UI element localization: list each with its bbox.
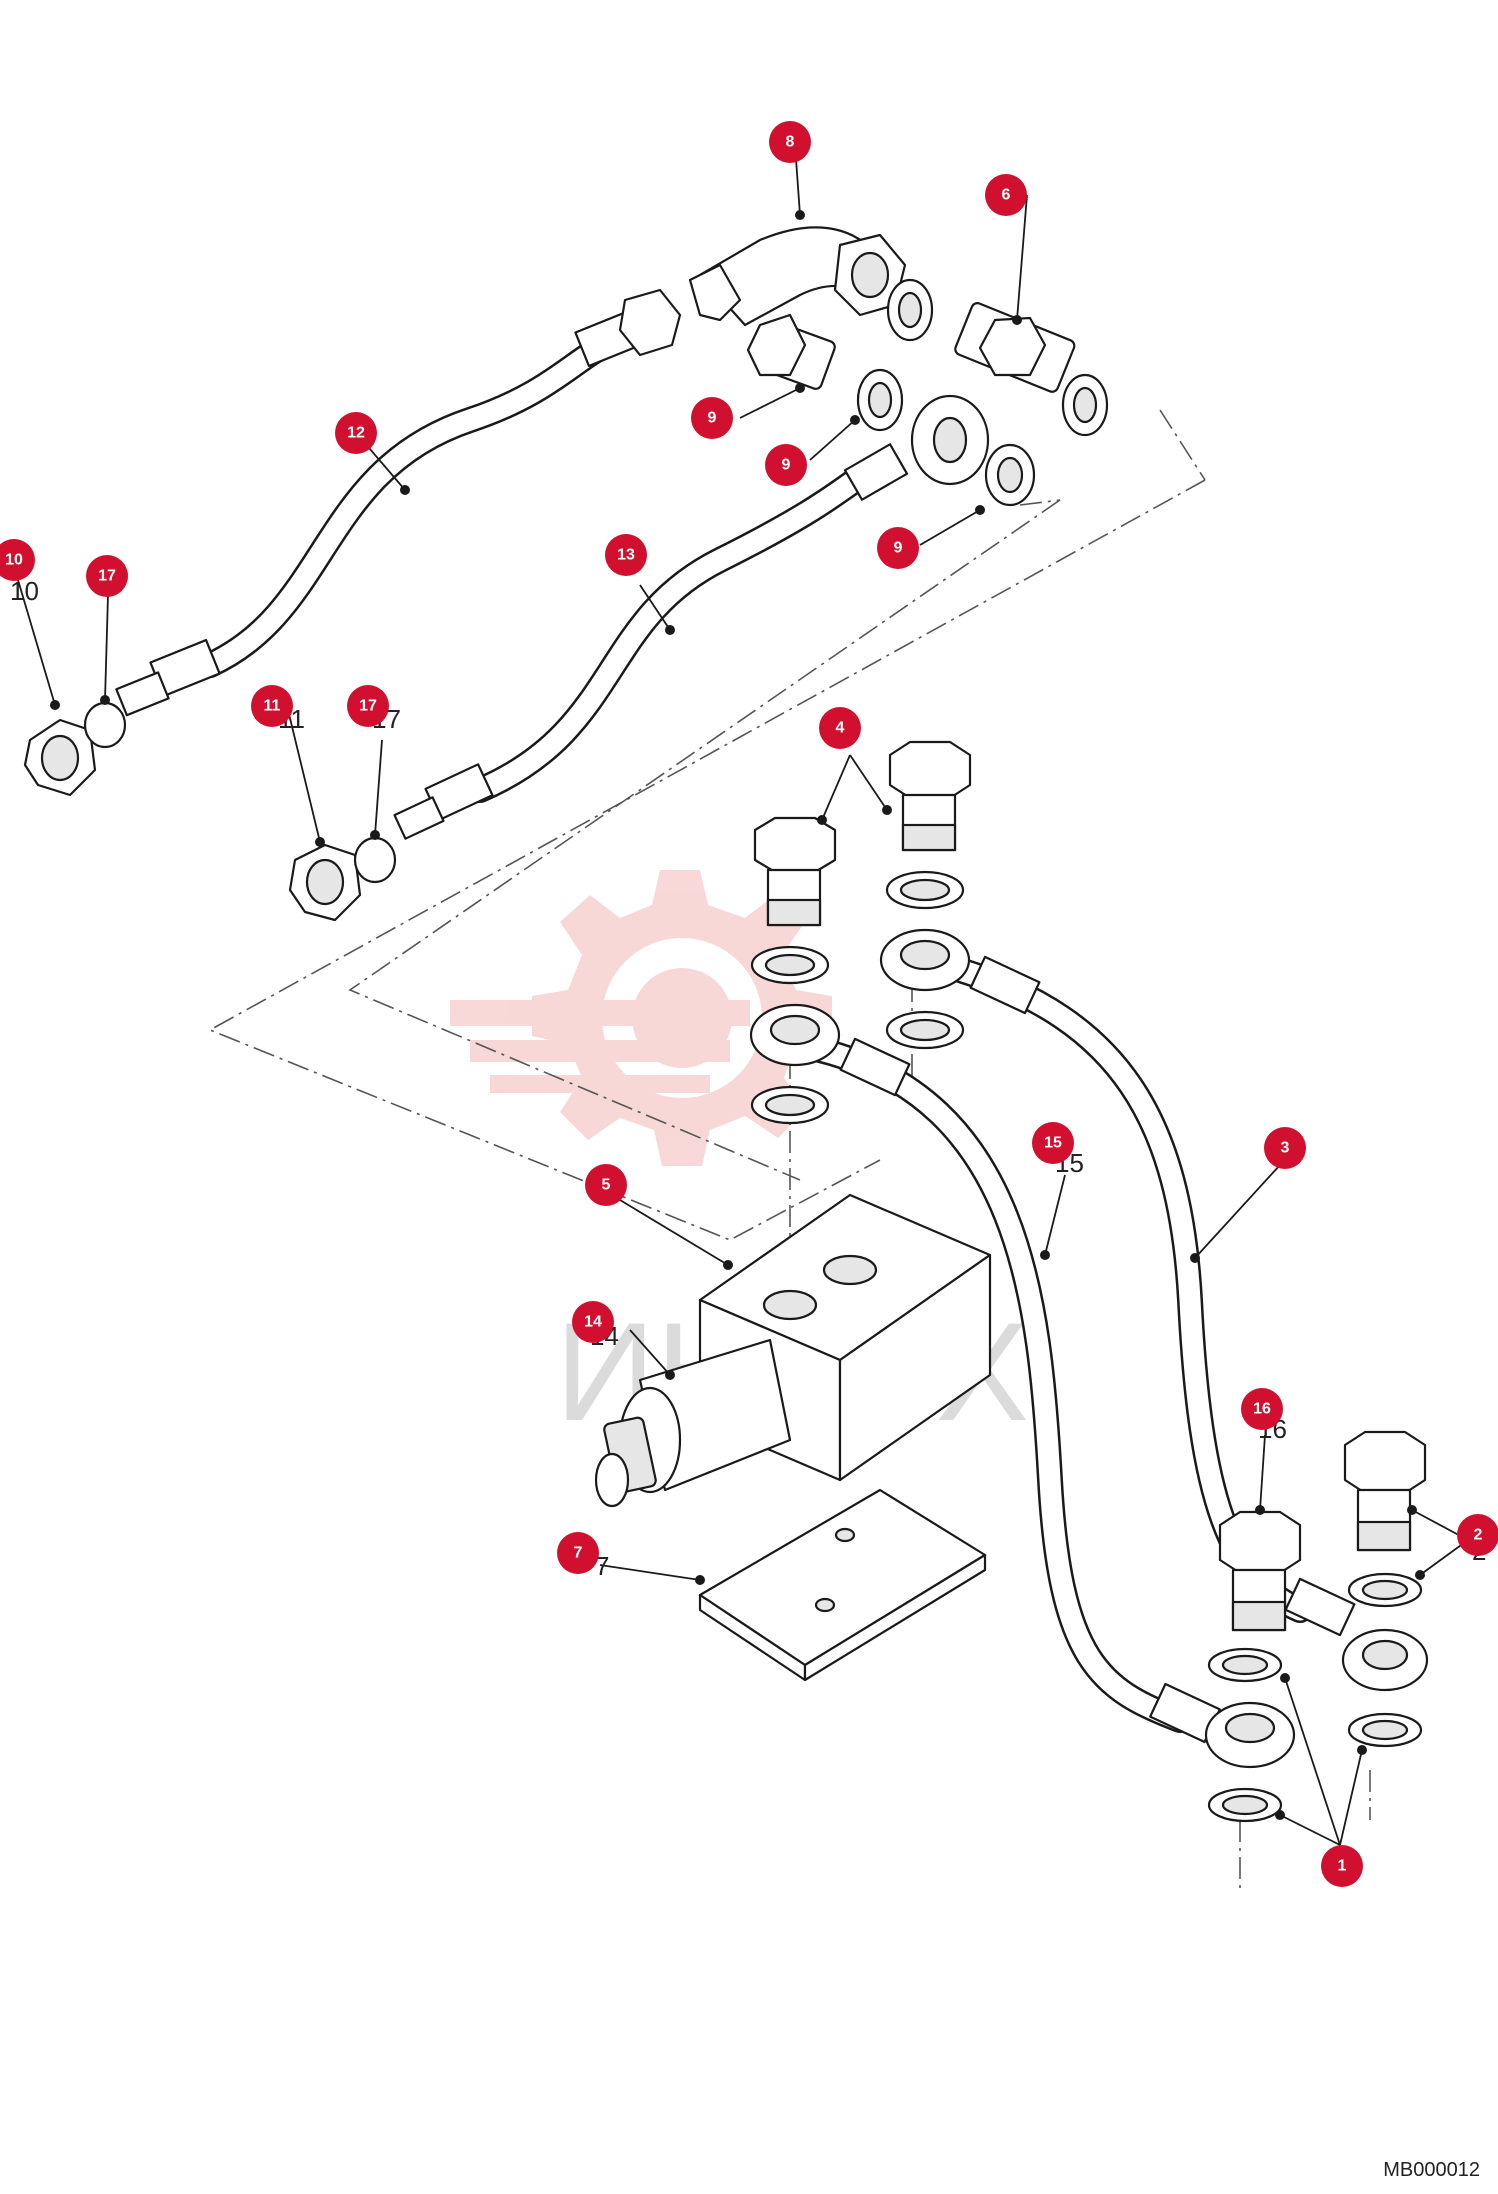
callout-15[interactable]: 15: [1032, 1122, 1074, 1164]
callout-4[interactable]: 4: [819, 707, 861, 749]
svg-text:7: 7: [574, 1545, 583, 1562]
callout-8[interactable]: 8: [769, 121, 811, 163]
svg-text:15: 15: [1044, 1135, 1062, 1152]
callout-9-a[interactable]: 9: [691, 397, 733, 439]
banjo-bolt-16: [1218, 1510, 1302, 1632]
callout-9-b[interactable]: 9: [765, 444, 807, 486]
banjo-bolt-4-left: [753, 816, 837, 927]
callout-12[interactable]: 12: [335, 412, 377, 454]
callout-badges: 8 6 12 9 9 9 10 17 13 11 17 4 15 3 5 14 …: [0, 121, 1498, 1887]
adapter-fitting-6: [954, 302, 1076, 393]
callout-16[interactable]: 16: [1241, 1388, 1283, 1430]
solenoid-14: [594, 1338, 792, 1508]
document-code: MB000012: [1383, 2159, 1480, 2181]
ghost-label-10: 10: [10, 576, 39, 606]
svg-text:9: 9: [894, 540, 903, 557]
svg-text:1: 1: [1338, 1858, 1347, 1875]
svg-text:13: 13: [617, 547, 635, 564]
sleeve-17-a: [83, 701, 127, 749]
callout-7[interactable]: 7: [557, 1532, 599, 1574]
svg-text:17: 17: [98, 568, 116, 585]
svg-text:10: 10: [5, 552, 23, 569]
callout-10[interactable]: 10: [0, 539, 35, 581]
svg-text:4: 4: [836, 720, 845, 737]
svg-text:9: 9: [708, 410, 717, 427]
svg-text:2: 2: [1474, 1527, 1483, 1544]
centerline-6: [1019, 499, 1061, 506]
hose-15: [807, 1037, 1221, 1744]
svg-text:12: 12: [347, 425, 365, 442]
callout-17-b[interactable]: 17: [347, 685, 389, 727]
banjo-bolt-9-upper: [746, 313, 836, 390]
banjo-bolt-4-right: [888, 740, 972, 852]
svg-text:8: 8: [786, 134, 795, 151]
hose-13: [393, 443, 909, 840]
callout-6[interactable]: 6: [985, 174, 1027, 216]
svg-text:11: 11: [264, 698, 281, 715]
svg-text:5: 5: [602, 1177, 611, 1194]
svg-text:9: 9: [782, 457, 791, 474]
svg-text:3: 3: [1281, 1140, 1290, 1157]
elbow-fitting-8: [688, 226, 907, 327]
assembly-outline-inner: [348, 499, 1061, 1181]
hose-12: [115, 288, 682, 717]
centerline-5: [1159, 409, 1206, 481]
mounting-plate-7: [698, 1488, 987, 1682]
leader-dots: [50, 210, 1425, 1820]
sleeve-17-b: [353, 836, 397, 884]
callout-2[interactable]: 2: [1457, 1514, 1498, 1556]
callout-3[interactable]: 3: [1264, 1127, 1306, 1169]
ghost-label-7: 7: [595, 1551, 609, 1581]
callout-9-c[interactable]: 9: [877, 527, 919, 569]
callout-11[interactable]: 11: [251, 685, 293, 727]
valve-block-5: [698, 1193, 992, 1482]
svg-text:17: 17: [359, 698, 377, 715]
callout-14[interactable]: 14: [572, 1301, 614, 1343]
watermark-gear-logo: [450, 870, 832, 1166]
svg-text:14: 14: [584, 1314, 602, 1331]
callout-17-a[interactable]: 17: [86, 555, 128, 597]
svg-text:6: 6: [1002, 187, 1011, 204]
callout-5[interactable]: 5: [585, 1164, 627, 1206]
callout-1[interactable]: 1: [1321, 1845, 1363, 1887]
assembly-outline-outer: [208, 479, 1206, 1241]
svg-text:16: 16: [1253, 1401, 1271, 1418]
banjo-bolt-2: [1343, 1430, 1427, 1552]
callout-13[interactable]: 13: [605, 534, 647, 576]
